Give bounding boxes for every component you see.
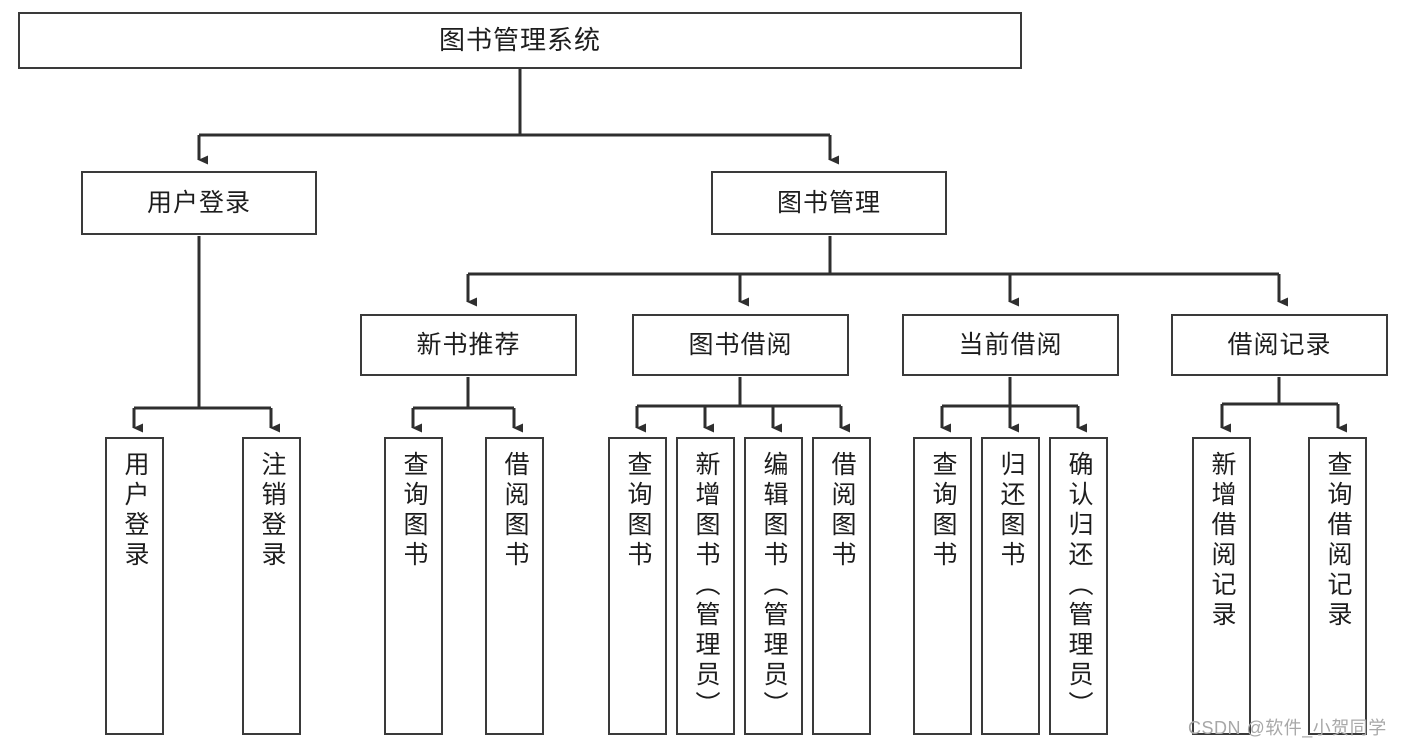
node-book-borrow-label: 图书借阅 — [688, 330, 793, 359]
node-leaf-logout[interactable]: 注销登录 — [242, 437, 301, 735]
node-leaf-query-book-1-label: 查询图书 — [400, 451, 428, 571]
node-leaf-query-book-3-label: 查询图书 — [929, 451, 957, 571]
node-current-borrow-label: 当前借阅 — [958, 330, 1063, 359]
node-leaf-query-book-2[interactable]: 查询图书 — [608, 437, 667, 735]
node-leaf-borrow-book-2[interactable]: 借阅图书 — [812, 437, 871, 735]
node-book-borrow[interactable]: 图书借阅 — [632, 314, 849, 376]
node-book-management-label: 图书管理 — [776, 188, 881, 217]
node-leaf-add-record[interactable]: 新增借阅记录 — [1192, 437, 1251, 735]
watermark-text: CSDN @软件_小贺同学 — [1188, 718, 1387, 738]
node-borrow-record-label: 借阅记录 — [1227, 330, 1332, 359]
node-leaf-return-book-label: 归还图书 — [997, 451, 1025, 571]
node-user-login-label: 用户登录 — [146, 188, 251, 217]
node-book-management[interactable]: 图书管理 — [711, 171, 947, 235]
node-leaf-user-login-label: 用户登录 — [121, 451, 149, 571]
node-root[interactable]: 图书管理系统 — [18, 12, 1022, 69]
node-user-login[interactable]: 用户登录 — [81, 171, 317, 235]
node-leaf-confirm-return[interactable]: 确认归还（管理员） — [1049, 437, 1108, 735]
node-leaf-borrow-book-1-label: 借阅图书 — [501, 451, 529, 571]
node-new-book-recommend[interactable]: 新书推荐 — [360, 314, 577, 376]
node-leaf-logout-label: 注销登录 — [258, 451, 286, 571]
node-leaf-add-book[interactable]: 新增图书（管理员） — [676, 437, 735, 735]
node-new-book-recommend-label: 新书推荐 — [416, 330, 521, 359]
node-leaf-borrow-book-1[interactable]: 借阅图书 — [485, 437, 544, 735]
node-leaf-query-record-label: 查询借阅记录 — [1324, 451, 1352, 631]
node-leaf-confirm-return-label: 确认归还（管理员） — [1065, 451, 1093, 721]
node-leaf-borrow-book-2-label: 借阅图书 — [828, 451, 856, 571]
node-leaf-query-book-1[interactable]: 查询图书 — [384, 437, 443, 735]
node-root-label: 图书管理系统 — [438, 24, 601, 55]
node-leaf-add-record-label: 新增借阅记录 — [1208, 451, 1236, 631]
node-current-borrow[interactable]: 当前借阅 — [902, 314, 1119, 376]
node-leaf-query-book-3[interactable]: 查询图书 — [913, 437, 972, 735]
node-leaf-add-book-label: 新增图书（管理员） — [692, 451, 720, 721]
node-borrow-record[interactable]: 借阅记录 — [1171, 314, 1388, 376]
node-leaf-query-record[interactable]: 查询借阅记录 — [1308, 437, 1367, 735]
node-leaf-return-book[interactable]: 归还图书 — [981, 437, 1040, 735]
node-leaf-edit-book[interactable]: 编辑图书（管理员） — [744, 437, 803, 735]
node-leaf-edit-book-label: 编辑图书（管理员） — [760, 451, 788, 721]
node-leaf-query-book-2-label: 查询图书 — [624, 451, 652, 571]
node-leaf-user-login[interactable]: 用户登录 — [105, 437, 164, 735]
